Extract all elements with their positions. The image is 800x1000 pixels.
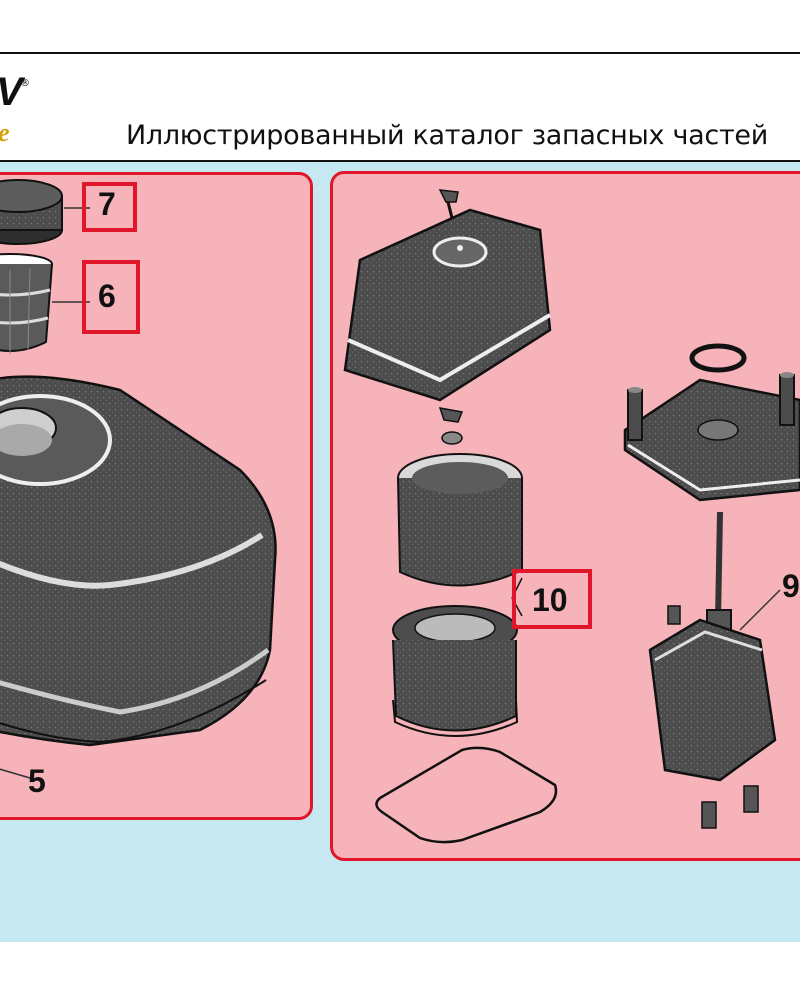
air-cleaner-cover-drawing — [343, 189, 552, 402]
part-number-7: 7 — [98, 186, 116, 222]
filter-base-drawing — [623, 343, 800, 502]
callout-box-6 — [82, 260, 140, 334]
logo-mark: V — [0, 70, 23, 115]
page-title: Иллюстрированный каталог запасных частей — [126, 120, 768, 151]
part-number-6: 6 — [98, 278, 116, 314]
callout-box-7 — [82, 182, 137, 232]
fuel-cap-drawing — [0, 179, 90, 245]
fuel-tank-drawing — [0, 375, 277, 779]
wing-nut-drawing — [438, 407, 464, 445]
callout-box-10 — [512, 569, 592, 629]
paper-filter-drawing — [392, 605, 519, 737]
part-number-5: 5 — [28, 763, 46, 799]
carburetor-drawing — [648, 511, 781, 829]
header-rule — [0, 160, 800, 162]
logo-registered-mark: ® — [20, 78, 30, 89]
fuel-strainer-drawing — [0, 253, 90, 354]
part-number-10: 10 — [532, 582, 568, 618]
part-number-9: 9 — [782, 568, 800, 604]
top-rule — [0, 52, 800, 54]
page-bottom-margin — [0, 942, 800, 1000]
foam-element-drawing — [397, 453, 523, 587]
gasket-drawing — [375, 746, 558, 844]
logo-subtext: e — [0, 118, 10, 148]
